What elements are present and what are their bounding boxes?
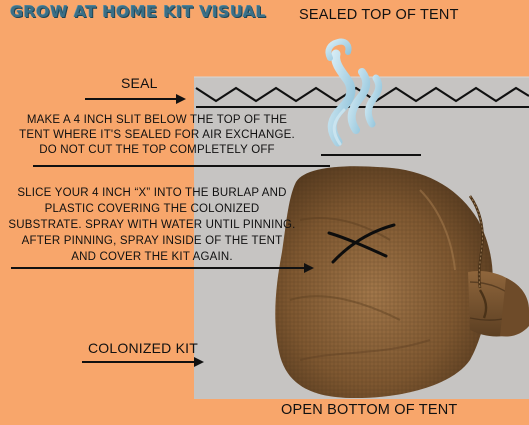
slit-instruction: MAKE A 4 INCH SLIT BELOW THE TOP OF THE …: [16, 113, 298, 158]
slice-instruction: SLICE YOUR 4 INCH “X” INTO THE BURLAP AN…: [8, 185, 296, 265]
diagram-title: GROW AT HOME KIT VISUAL: [10, 2, 266, 21]
sealed-top-label: SEALED TOP OF TENT: [299, 7, 459, 23]
open-bottom-label: OPEN BOTTOM OF TENT: [281, 402, 457, 418]
colonized-kit-label: COLONIZED KIT: [88, 340, 198, 356]
seal-label: SEAL: [121, 75, 158, 91]
